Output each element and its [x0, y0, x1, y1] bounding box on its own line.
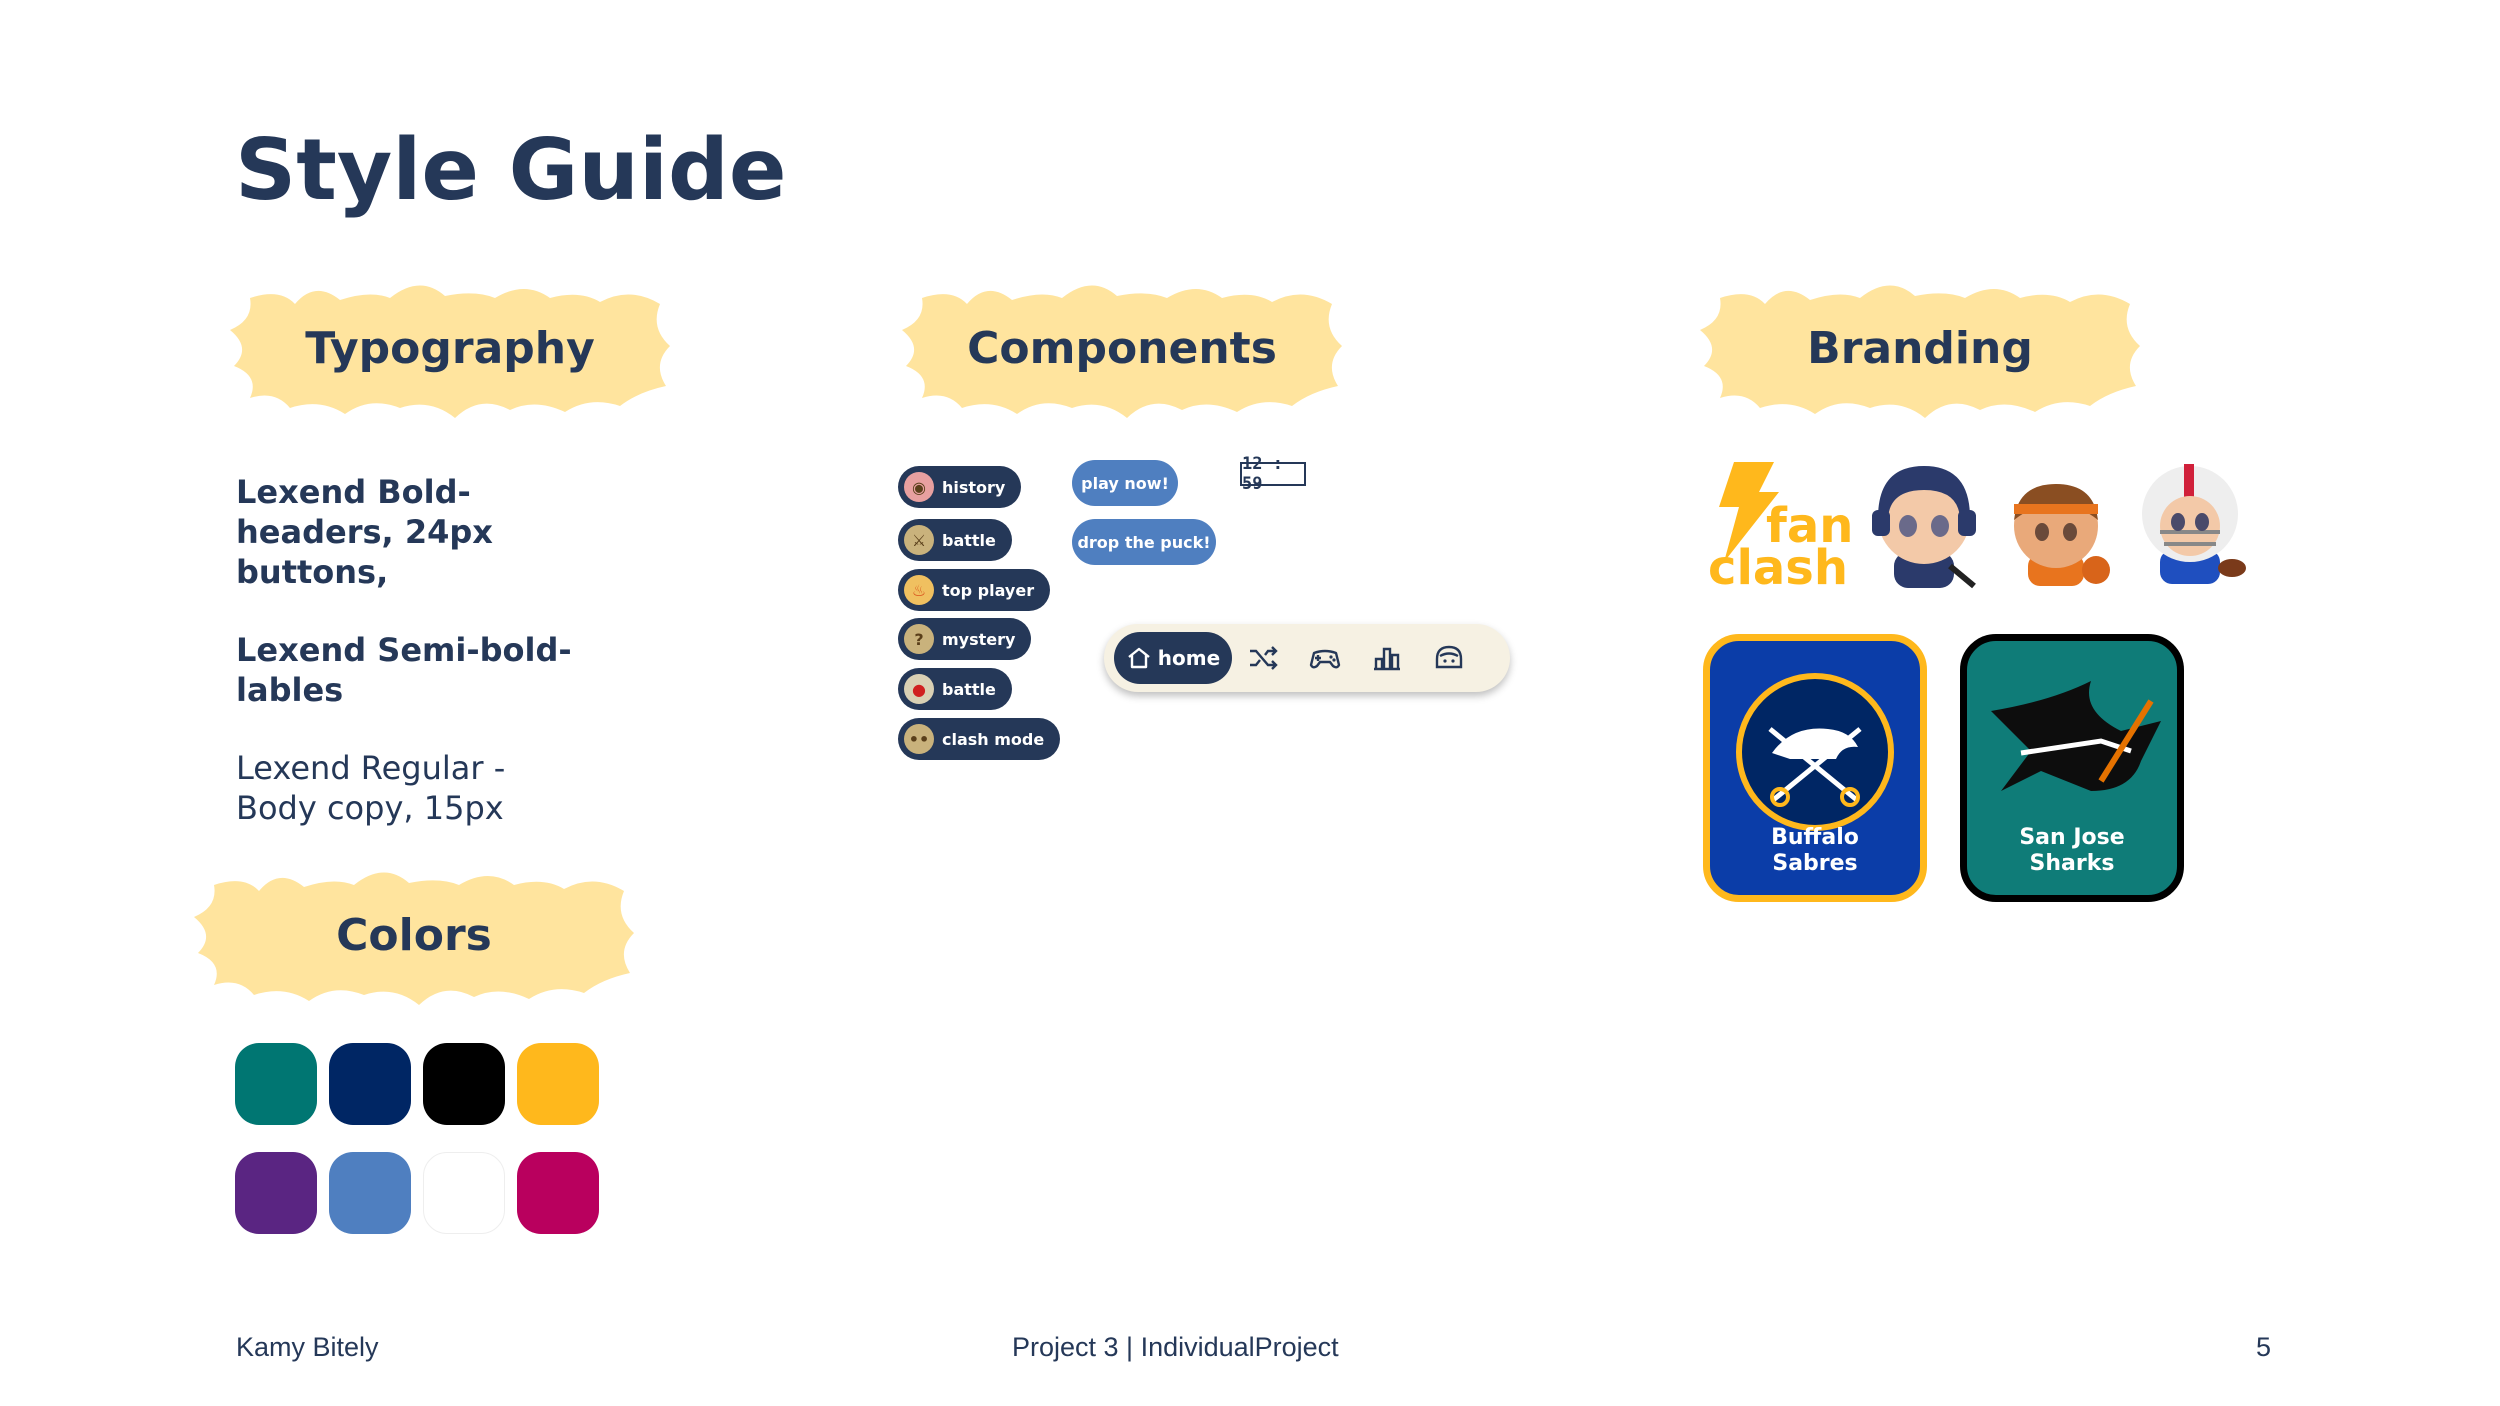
components-heading: Components	[967, 322, 1277, 374]
countdown-timer: 12 : 59	[1240, 454, 1306, 494]
menu-item-battle[interactable]: ⚔ battle	[898, 519, 1012, 561]
swatch-navy	[329, 1043, 411, 1125]
nav-home-button[interactable]: home	[1114, 632, 1232, 684]
sharks-logo-icon	[1991, 681, 2161, 791]
footer-page-number: 5	[2256, 1332, 2272, 1362]
question-icon: ?	[904, 624, 934, 654]
fan-clash-logo: fan clash	[1708, 460, 1853, 592]
team-name-line1: San Jose	[2019, 825, 2125, 850]
semibold-line-1: Lexend Semi-bold-	[236, 631, 572, 669]
shuffle-icon[interactable]	[1246, 641, 1280, 675]
footer-author: Kamy Bitely	[236, 1332, 379, 1362]
gamepad-icon[interactable]	[1308, 641, 1342, 675]
menu-item-top-player[interactable]: ♨ top player	[898, 569, 1051, 611]
eyes-icon: ••	[904, 724, 934, 754]
sabres-logo-icon	[1736, 673, 1894, 831]
bold-line-2: headers, 24px	[236, 513, 493, 551]
lightning-bolt-icon	[1719, 462, 1779, 562]
menu-item-label: history	[942, 477, 1006, 497]
menu-item-battle-2[interactable]: ● battle	[898, 668, 1012, 710]
branding-heading-splash: Branding	[1690, 268, 2150, 428]
swatch-teal	[235, 1043, 317, 1125]
team-name-line2: Sabres	[1772, 851, 1858, 876]
drop-the-puck-button[interactable]: drop the puck!	[1072, 519, 1216, 565]
swatch-purple	[235, 1152, 317, 1234]
hockey-player-character	[1872, 466, 1976, 589]
splash-shape	[1700, 285, 2140, 418]
splash-shape	[902, 285, 1342, 418]
colors-heading: Colors	[336, 909, 492, 961]
menu-item-label: clash mode	[942, 729, 1045, 749]
menu-item-history[interactable]: ◉ history	[898, 466, 1022, 508]
swatch-black	[423, 1043, 505, 1125]
page-title: Style Guide	[235, 121, 787, 220]
bottom-nav-bar: home	[1104, 624, 1510, 692]
colors-heading-splash: Colors	[184, 855, 644, 1015]
menu-item-label: battle	[942, 679, 996, 699]
bold-line-3: buttons,	[236, 553, 389, 591]
profile-icon[interactable]	[1432, 641, 1466, 675]
boxing-glove-icon: ●	[904, 674, 934, 704]
regular-line-2: Body copy, 15px	[236, 789, 504, 827]
play-now-button[interactable]: play now!	[1072, 460, 1178, 506]
brain-icon: ◉	[904, 472, 934, 502]
leaderboard-icon[interactable]	[1370, 641, 1404, 675]
logo-word-fan: fan	[1766, 498, 1854, 554]
swatch-white	[423, 1152, 505, 1234]
semibold-line-2: lables	[236, 671, 344, 709]
logo-word-clash: clash	[1708, 540, 1849, 596]
menu-item-clash-mode[interactable]: •• clash mode	[898, 718, 1061, 760]
football-player-character	[2142, 464, 2246, 584]
splash-shape	[194, 872, 634, 1005]
swatch-magenta	[517, 1152, 599, 1234]
basketball-player-character	[2014, 484, 2110, 586]
team-name-line1: Buffalo	[1771, 825, 1859, 850]
team-name-line2: Sharks	[2029, 851, 2115, 876]
home-icon	[1128, 647, 1150, 669]
swatch-blue	[329, 1152, 411, 1234]
menu-item-label: top player	[942, 580, 1035, 600]
components-heading-splash: Components	[892, 268, 1352, 428]
bold-line-1: Lexend Bold-	[236, 473, 471, 511]
splash-shape	[230, 285, 670, 418]
typography-heading-splash: Typography	[220, 268, 680, 428]
menu-item-mystery[interactable]: ? mystery	[898, 618, 1032, 660]
footer-project: Project 3 | IndividualProject	[1012, 1332, 1339, 1362]
menu-item-label: mystery	[942, 629, 1016, 649]
swatch-gold	[517, 1043, 599, 1125]
branding-heading: Branding	[1807, 322, 2033, 374]
flame-icon: ♨	[904, 575, 934, 605]
regular-line-1: Lexend Regular -	[236, 749, 506, 787]
typography-samples: Lexend Bold- headers, 24px buttons, Lexe…	[236, 472, 572, 828]
menu-item-label: battle	[942, 530, 996, 550]
typography-heading: Typography	[305, 322, 595, 374]
crossed-swords-icon: ⚔	[904, 525, 934, 555]
nav-home-label: home	[1157, 646, 1221, 670]
